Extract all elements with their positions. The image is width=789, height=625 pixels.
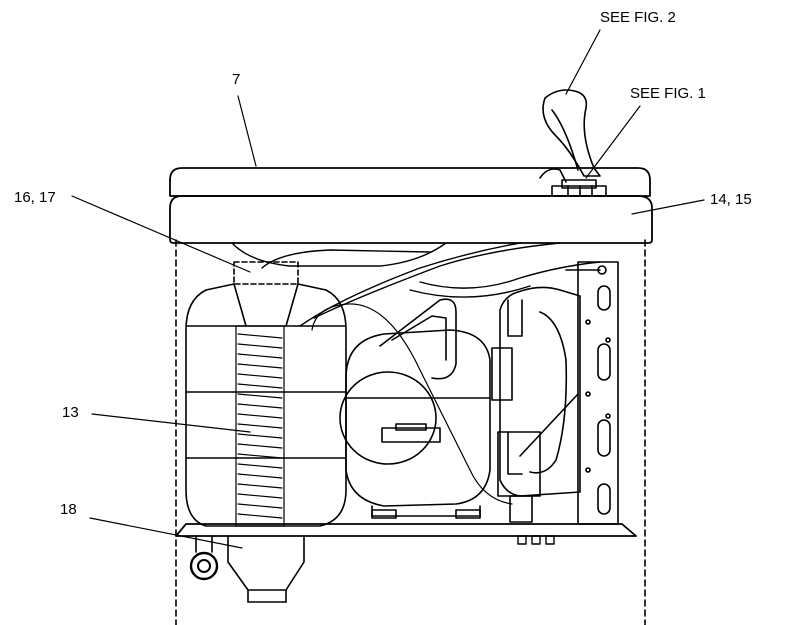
callout-parts-14-15: 14, 15 — [710, 191, 752, 208]
leader-fig2 — [565, 29, 601, 95]
top-cover — [169, 167, 651, 197]
callout-see-fig-1: SEE FIG. 1 — [630, 85, 706, 102]
callout-part-13: 13 — [62, 404, 79, 421]
base-plate — [175, 523, 637, 537]
tank-coil — [235, 325, 285, 527]
leader-18 — [89, 517, 243, 549]
leader-fig1 — [585, 105, 641, 179]
drain-assembly — [189, 535, 305, 603]
callout-part-18: 18 — [60, 501, 77, 518]
compressor — [339, 298, 491, 519]
front-shroud — [169, 195, 653, 244]
base-fittings — [517, 535, 555, 545]
cabinet-walls — [175, 239, 646, 625]
leader-7 — [237, 95, 257, 167]
callout-see-fig-2: SEE FIG. 2 — [600, 9, 676, 26]
callout-part-7: 7 — [232, 71, 241, 88]
condenser-fan — [491, 286, 581, 523]
capillary-tube — [311, 303, 513, 505]
leader-14-15 — [631, 199, 705, 215]
bubbler-assembly — [539, 89, 607, 197]
leader-16-17 — [71, 195, 251, 273]
condenser-coil — [565, 261, 619, 525]
callout-parts-16-17: 16, 17 — [14, 189, 56, 206]
leader-lines — [71, 29, 705, 549]
leader-13 — [91, 413, 251, 433]
